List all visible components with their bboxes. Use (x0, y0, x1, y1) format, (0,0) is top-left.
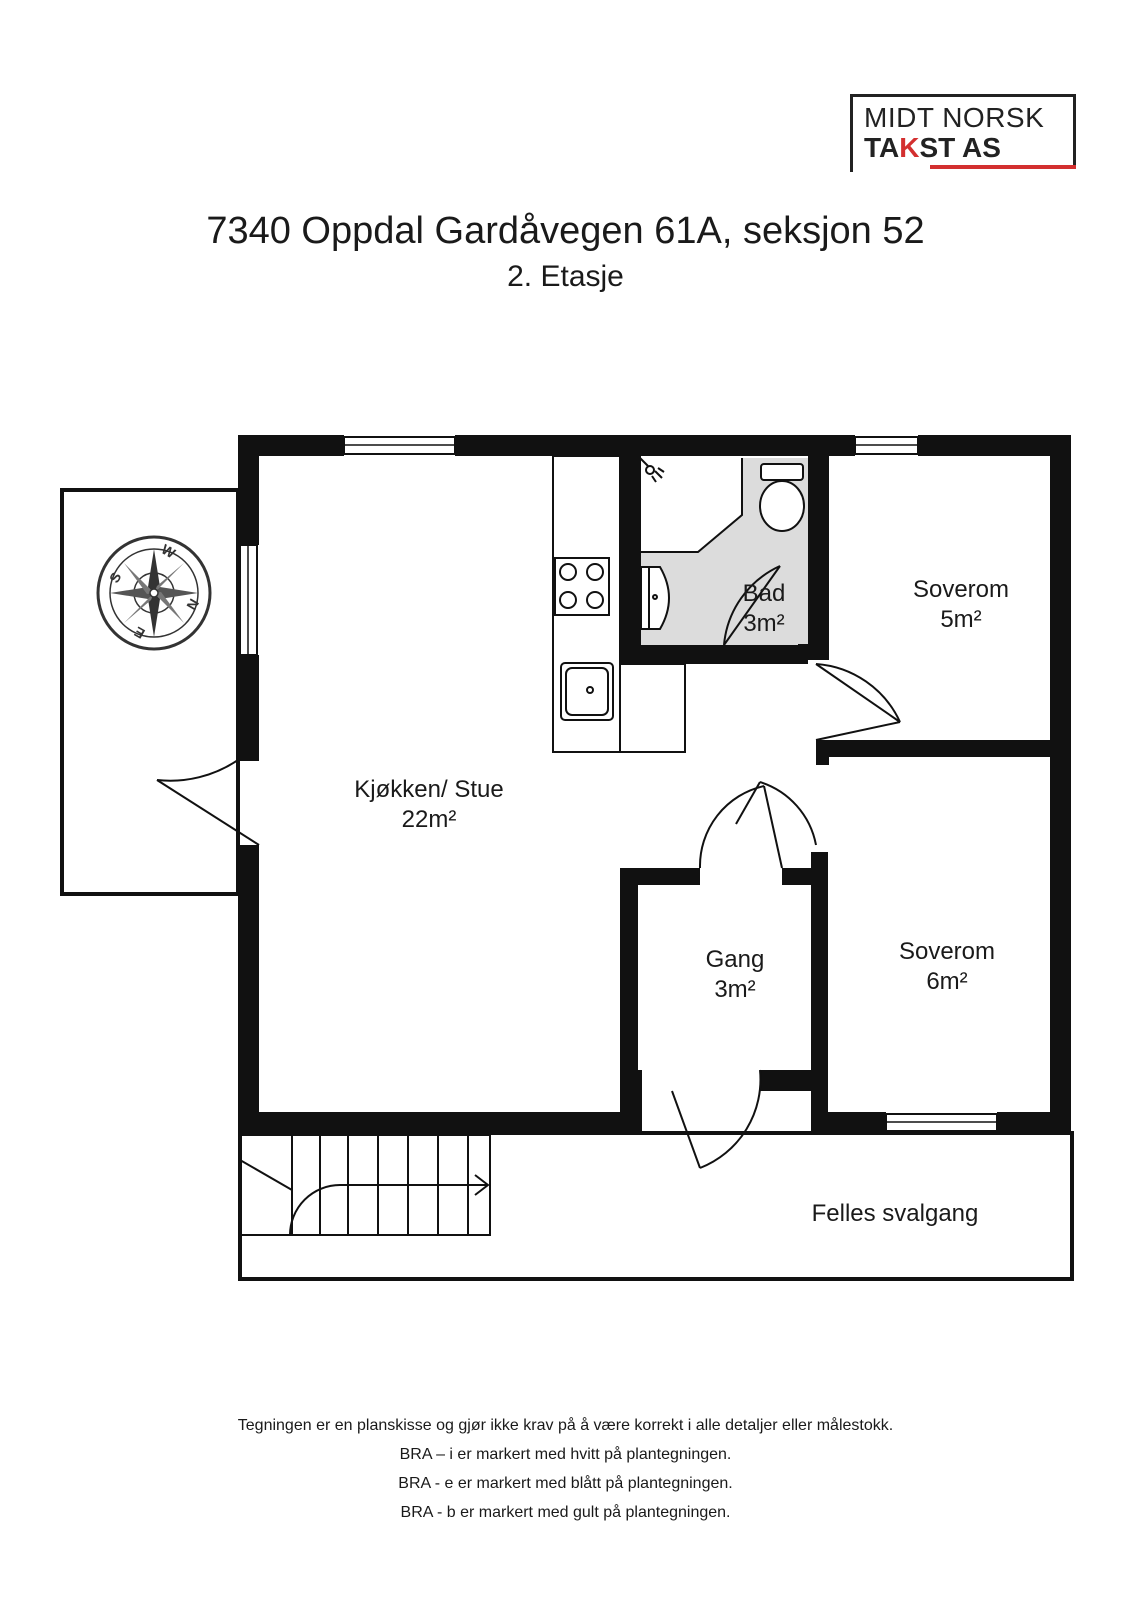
door-bedroom-bottom (735, 781, 817, 846)
room-bath-name: Bad (743, 580, 786, 607)
doors (156, 565, 901, 1169)
door-hall-bottom (671, 1069, 762, 1169)
room-bedroom-top-name: Soverom (913, 576, 1009, 603)
door-hall-top (698, 785, 783, 869)
room-kitchen-name: Kjøkken/ Stue (354, 776, 503, 803)
logo-text-line2: TAKST AS (864, 132, 1001, 164)
toilet-icon (759, 463, 805, 532)
shower-icon (639, 457, 743, 553)
exterior-walls (238, 435, 1071, 1133)
logo-text-part-a: TA (864, 132, 900, 163)
room-kitchen-area: 22m² (402, 806, 457, 833)
footer-note-bra-e: BRA - e er markert med blått på plantegn… (398, 1475, 733, 1492)
logo-frame-top (850, 94, 1075, 97)
staircase (239, 1134, 491, 1236)
footer-note-bra-i: BRA – i er markert med hvitt på plantegn… (399, 1446, 732, 1463)
door-bathroom (723, 565, 808, 646)
room-hall-area: 3m² (714, 976, 755, 1003)
company-logo: MIDT NORSK TAKST AS (850, 94, 1076, 172)
logo-frame-left (850, 94, 853, 172)
stove-icon (554, 557, 610, 616)
room-bath-area: 3m² (743, 610, 784, 637)
logo-text-line1: MIDT NORSK (864, 102, 1045, 133)
room-gallery-name: Felles svalgang (812, 1200, 979, 1227)
logo-accent-line (930, 165, 1076, 169)
logo-text-accent: K (899, 132, 920, 163)
washbasin-icon (640, 566, 670, 630)
page-title: 7340 Oppdal Gardåvegen 61A, seksjon 52 (206, 210, 925, 252)
logo-text-part-c: ST AS (919, 132, 1001, 163)
room-bedroom-bottom-name: Soverom (899, 938, 995, 965)
interior-walls (620, 456, 1050, 1133)
compass-icon: W N E S (96, 535, 212, 651)
kitchen-counter (552, 455, 686, 753)
floor-subtitle: 2. Etasje (507, 260, 624, 293)
sink-icon (560, 662, 614, 721)
footer-disclaimer: Tegningen er en planskisse og gjør ikke … (237, 1417, 894, 1434)
logo-frame-right (1073, 94, 1076, 167)
door-bedroom-top (815, 663, 901, 741)
room-bedroom-top-area: 5m² (940, 606, 981, 633)
door-balcony (156, 759, 260, 846)
room-hall-name: Gang (706, 946, 765, 973)
footer-note-bra-b: BRA - b er markert med gult på plantegni… (400, 1504, 731, 1521)
room-bedroom-bottom-area: 6m² (926, 968, 967, 995)
